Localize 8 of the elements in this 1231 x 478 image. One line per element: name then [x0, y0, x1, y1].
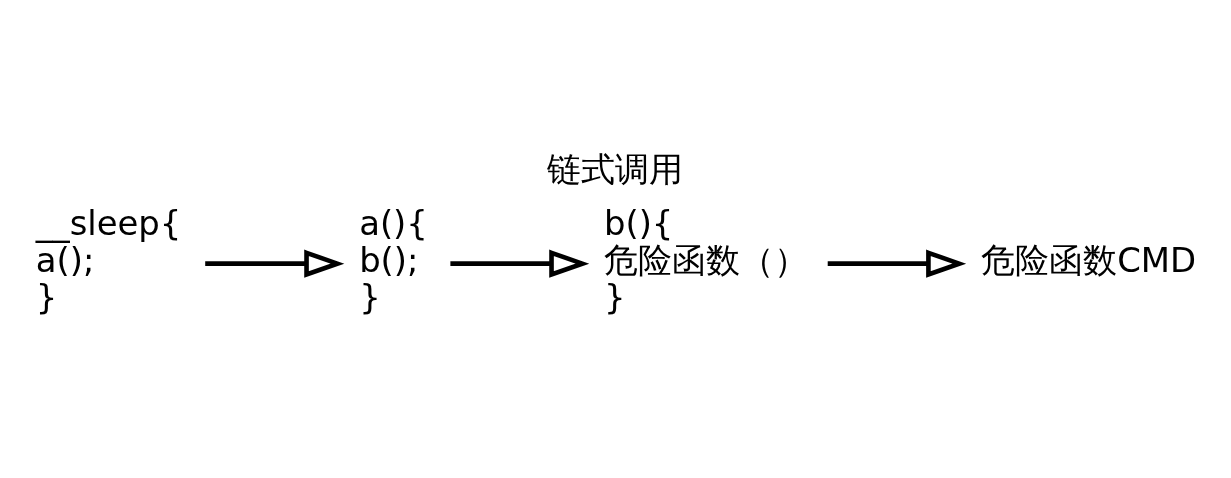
node-text: __sleep{ a(); } — [35, 204, 182, 318]
arrow — [450, 249, 590, 278]
node-text: a(){ b(); } — [359, 204, 428, 318]
arrow — [205, 249, 345, 278]
node-text: 危险函数CMD — [981, 241, 1197, 281]
node-text: b(){ 危险函数（） } — [603, 204, 808, 318]
arrow — [827, 249, 967, 278]
diagram-title: 链式调用 — [547, 150, 684, 190]
